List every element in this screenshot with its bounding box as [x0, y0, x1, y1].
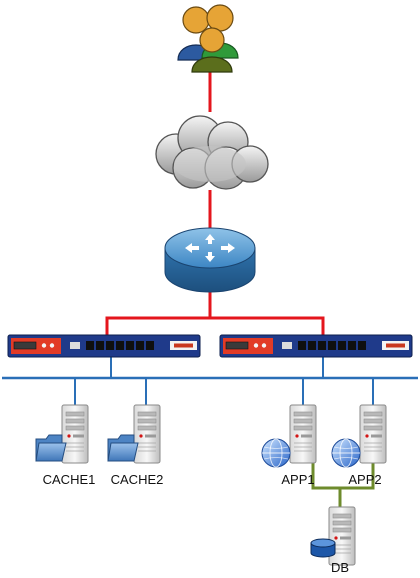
- users-group-icon: [177, 4, 239, 73]
- network-appliance-right: [219, 334, 413, 358]
- cache2-server-icon: [107, 404, 161, 464]
- cloud-icon: [155, 115, 269, 190]
- folder-icon: [35, 434, 67, 462]
- connections: [2, 70, 418, 508]
- router-icon: [164, 227, 256, 293]
- cache1-server-icon: [35, 404, 89, 464]
- folder-icon: [107, 434, 139, 462]
- app1-label: APP1: [281, 472, 315, 487]
- app1-server-icon: [261, 404, 317, 468]
- db-label: DB: [330, 560, 350, 575]
- network-appliance-left: [7, 334, 201, 358]
- db-link: [311, 462, 375, 490]
- app2-server-icon: [331, 404, 387, 468]
- db-server-icon: [310, 506, 356, 566]
- cache2-label: CACHE2: [110, 472, 164, 487]
- globe-icon: [331, 438, 361, 468]
- app2-label: APP2: [348, 472, 382, 487]
- cache1-label: CACHE1: [42, 472, 96, 487]
- router-to-appliances-link: [105, 316, 325, 335]
- globe-icon: [261, 438, 291, 468]
- database-icon: [310, 538, 336, 558]
